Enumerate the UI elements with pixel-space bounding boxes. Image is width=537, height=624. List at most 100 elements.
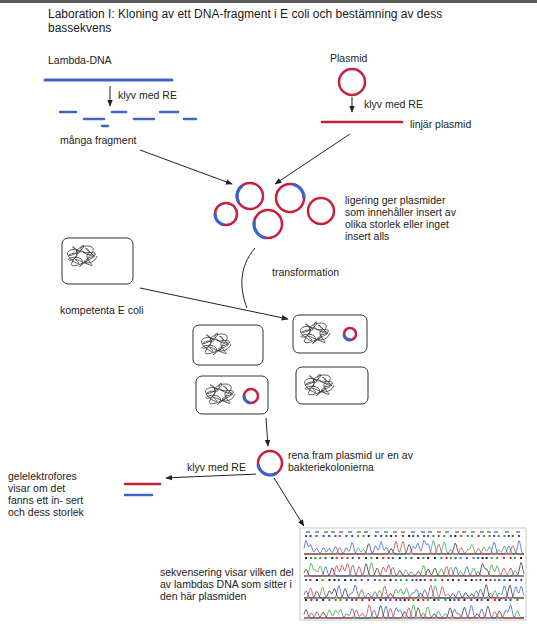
process-arrow [275,134,350,184]
bacterium-box: kompetenta E coli [58,236,158,320]
lambda-dna-line [45,79,172,82]
sequence-result: sekvensering visar vilken del av lambdas… [158,526,532,622]
base-call-mark [382,557,384,559]
base-call-mark [351,599,353,601]
base-call-mark [460,535,462,537]
step-label: transformation [272,266,362,278]
base-call-mark [520,557,522,559]
base-call-mark [334,535,336,537]
base-call-mark [494,579,496,581]
header-mark [411,531,415,533]
header-mark [315,531,319,533]
base-call-mark [347,557,349,559]
header-mark [494,531,498,533]
base-call-mark [478,535,480,537]
base-call-mark [520,579,522,581]
bacterium-cell [193,325,263,365]
base-call-mark [518,535,520,537]
base-call-mark [509,579,511,581]
base-call-mark [325,557,327,559]
base-call-mark [358,557,360,559]
linear-plasmid-line [322,121,402,124]
dna-band: Lambda-DNA [44,54,174,86]
base-call-mark [454,535,456,537]
base-call-mark [450,557,452,559]
base-call-mark [460,557,462,559]
base-call-mark [316,579,318,581]
base-call-mark [434,579,436,581]
header-mark [428,531,432,533]
base-call-mark [363,535,365,537]
base-call-mark [412,599,414,601]
base-call-mark [475,579,477,581]
trace-line [304,585,524,598]
dna-fragment [184,118,196,121]
base-call-mark [338,579,340,581]
base-call-mark [471,579,473,581]
header-mark [421,531,425,533]
base-call-mark [510,599,512,601]
base-call-mark [395,599,397,601]
base-call-mark [399,599,401,601]
base-call-mark [354,579,356,581]
base-call-mark [476,599,478,601]
base-call-mark [341,557,343,559]
trace-line [304,605,524,618]
base-call-mark [423,535,425,537]
process-arrow [274,478,304,526]
base-call-mark [473,557,475,559]
base-call-mark [319,557,321,559]
base-call-mark [350,579,352,581]
base-call-mark [411,579,413,581]
base-call-mark [408,599,410,601]
node-caption: kompetenta E coli [60,304,158,316]
node-caption: rena fram plasmid ur en av bakteriekolon… [288,449,443,473]
base-call-mark [463,599,465,601]
base-call-mark [361,599,363,601]
base-call-mark [486,557,488,559]
base-call-mark [447,579,449,581]
chromatogram-frame [300,528,526,620]
base-call-mark [379,579,381,581]
ligation-group: ligering ger plasmider som innehåller in… [200,184,470,262]
base-call-mark [455,557,457,559]
base-call-mark [514,557,516,559]
base-call-mark [498,579,500,581]
gel-band [125,494,152,497]
base-call-mark [430,579,432,581]
base-call-mark [458,599,460,601]
dna-fragment [60,111,76,114]
dna-fragment [112,111,126,114]
plasmid-circle: Plasmid [328,52,378,97]
base-call-mark [508,535,510,537]
dna-fragment [102,125,108,128]
base-call-mark [310,535,312,537]
insert-arc [242,395,250,404]
transformation-arrow [140,288,288,319]
base-call-mark [385,599,387,601]
base-call-mark [376,557,378,559]
arrow-label: klyv med RE [118,89,198,101]
base-call-mark [392,557,394,559]
fragment-set: många fragment [56,106,206,150]
process-arrow [140,150,232,184]
base-call-mark [467,535,469,537]
base-call-mark [305,535,307,537]
base-call-mark [323,535,325,537]
plasmid-ring [339,69,365,95]
base-call-mark [339,535,341,537]
base-call-mark [316,535,318,537]
chromosome-scribble [68,245,97,266]
diagram-title: Laboration I: Kloning av ett DNA-fragmen… [48,7,448,35]
base-call-mark [328,599,330,601]
header-mark [306,531,310,533]
base-call-mark [424,579,426,581]
bacterium-cell [293,315,367,353]
base-call-mark [388,557,390,559]
base-call-mark [406,579,408,581]
base-call-mark [452,579,454,581]
base-call-mark [380,535,382,537]
linear-plasmid: linjär plasmid [320,112,492,134]
trace-line [304,562,524,576]
